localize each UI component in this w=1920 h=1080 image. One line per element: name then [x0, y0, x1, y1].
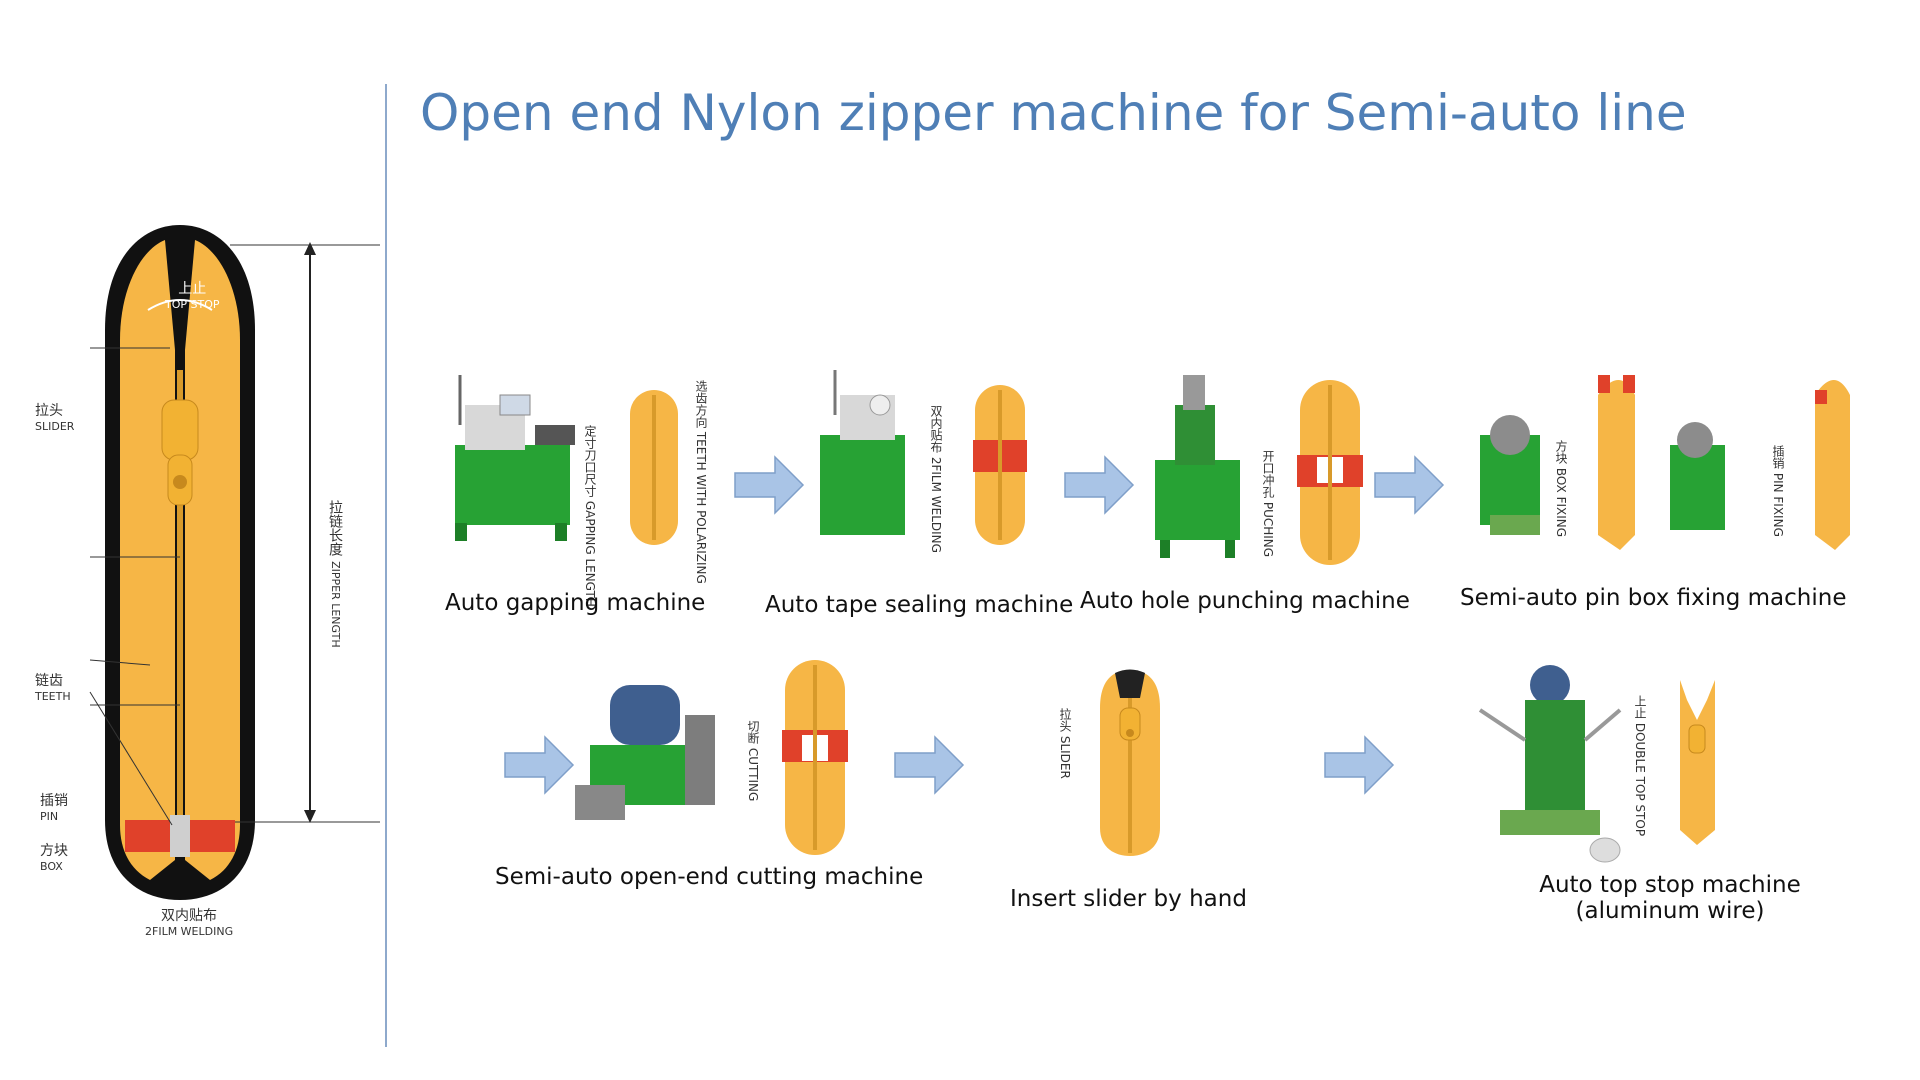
flow-arrow-2	[1064, 455, 1135, 515]
step-auto-hole-punching: 开口冲孔 PUCHING	[1145, 365, 1365, 575]
pin-box-fixing-graphic	[1480, 375, 1850, 550]
teeth-polarizing-tag: 选齿方向 TEETH WITH POLARIZING	[694, 380, 708, 584]
gapping-machine-graphic	[455, 375, 678, 545]
flow-arrow-1	[734, 455, 805, 515]
page-title: Open end Nylon zipper machine for Semi-a…	[420, 84, 1687, 142]
caption-auto-hole-punching: Auto hole punching machine	[1080, 588, 1410, 614]
film-welding-tag: 双内贴布 2FILM WELDING	[929, 405, 943, 553]
caption-auto-top-stop-line1: Auto top stop machine	[1539, 872, 1801, 898]
caption-auto-top-stop: Auto top stop machine (aluminum wire)	[1520, 872, 1820, 924]
step-insert-slider: 拉头 SLIDER	[1055, 668, 1175, 858]
punching-tag: 开口冲孔 PUCHING	[1261, 450, 1275, 558]
caption-insert-slider: Insert slider by hand	[1010, 886, 1247, 912]
flow-arrow-5	[894, 735, 965, 795]
caption-auto-tape-sealing: Auto tape sealing machine	[765, 592, 1074, 618]
caption-pin-box-fixing: Semi-auto pin box fixing machine	[1460, 585, 1847, 611]
step-auto-top-stop: 上止 DOUBLE TOP STOP	[1475, 660, 1775, 870]
flow-arrow-3	[1374, 455, 1445, 515]
cutting-tag: 切断 CUTTING	[746, 720, 760, 802]
pin-fixing-tag: 插销 PIN FIXING	[1771, 445, 1785, 537]
box-label: 方块 BOX	[40, 843, 68, 873]
zipper-length-label: 拉链长度 ZIPPER LENGTH	[327, 500, 343, 648]
zipper-diagram-graphic	[89, 225, 380, 900]
caption-open-end-cutting: Semi-auto open-end cutting machine	[495, 864, 924, 890]
box-fixing-tag: 方块 BOX FIXING	[1554, 440, 1568, 538]
slider-tag: 拉头 SLIDER	[1058, 708, 1072, 779]
top-stop-machine-graphic	[1478, 665, 1715, 863]
caption-auto-top-stop-line2: (aluminum wire)	[1575, 898, 1765, 924]
step-auto-tape-sealing: 双内贴布 2FILM WELDING	[810, 365, 1040, 565]
tape-sealing-machine-graphic	[820, 370, 1027, 545]
hole-punching-machine-graphic	[1155, 375, 1363, 565]
slider-label: 拉头 SLIDER	[35, 403, 75, 433]
double-top-stop-tag: 上止 DOUBLE TOP STOP	[1633, 695, 1647, 837]
film-welding-label: 双内贴布 2FILM WELDING	[145, 908, 234, 938]
step-auto-gapping: 定寸刀口尺寸 GAPPING LENGTH 选齿方向 TEETH WITH PO…	[445, 365, 715, 607]
step-open-end-cutting: 切断 CUTTING	[570, 655, 870, 865]
top-stop-label: 上止 TOP STOP	[165, 281, 220, 311]
gapping-length-tag: 定寸刀口尺寸 GAPPING LENGTH	[583, 425, 597, 607]
caption-auto-gapping: Auto gapping machine	[445, 590, 706, 616]
step-pin-box-fixing: 方块 BOX FIXING 插销 PIN FIXING	[1470, 365, 1870, 565]
flow-arrow-6	[1324, 735, 1395, 795]
teeth-label: 链齿 TEETH	[35, 673, 71, 703]
slider-zipper-graphic	[1100, 669, 1160, 856]
zipper-diagram: 上止 TOP STOP 拉头 SLIDER 链齿 TEETH 插销 PIN 方块…	[30, 220, 390, 940]
flow-arrow-4	[504, 735, 575, 795]
cutting-machine-graphic	[575, 660, 848, 855]
pin-label: 插销 PIN	[40, 793, 68, 823]
divider-line	[385, 84, 387, 1047]
